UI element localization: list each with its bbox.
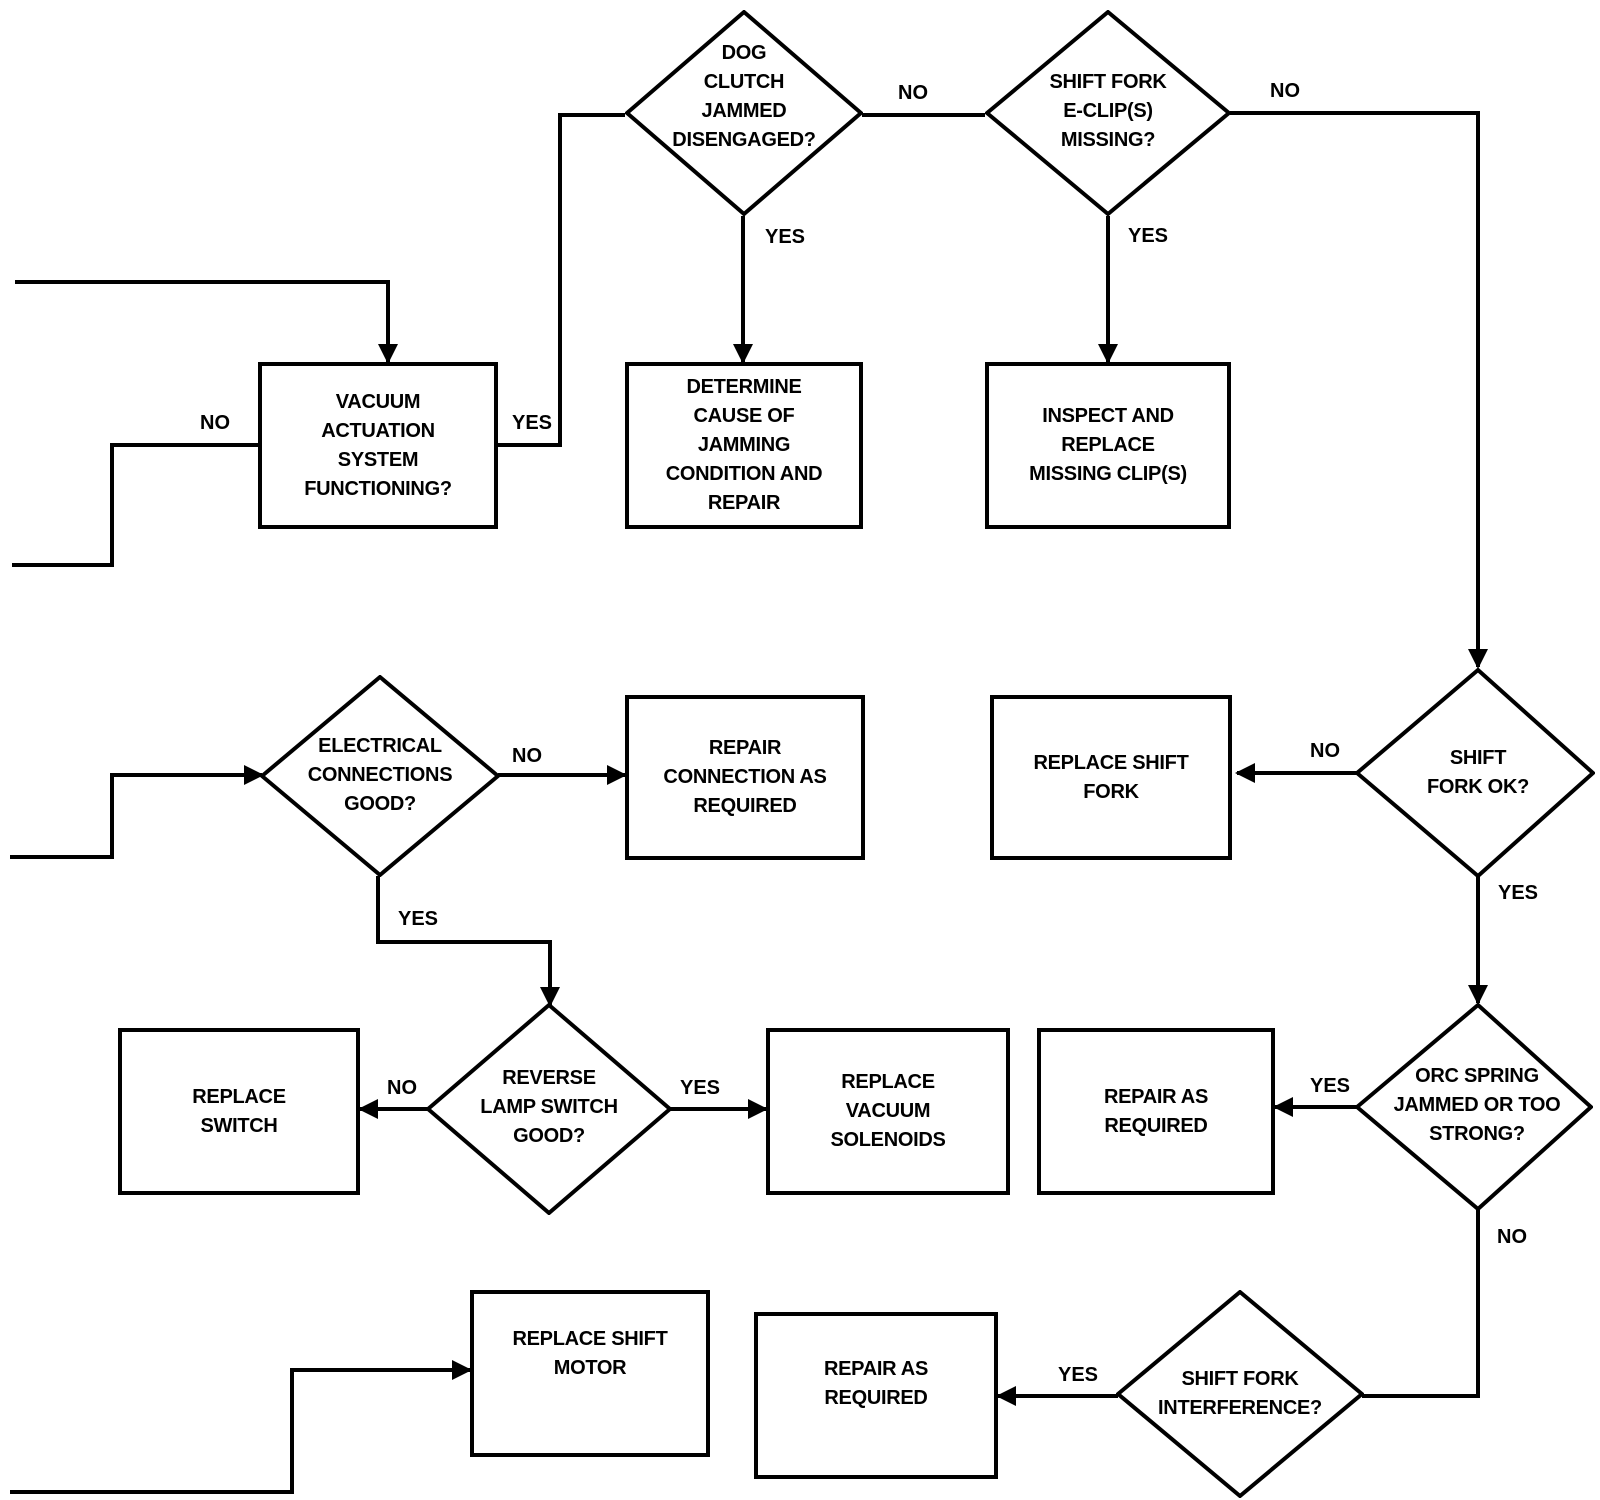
dog-clutch-decision: DOG CLUTCH JAMMED DISENGAGED? — [625, 10, 863, 216]
diamond-shape — [985, 10, 1231, 216]
electrical-no-label: NO — [512, 745, 542, 767]
replace-shift-motor-box: REPLACE SHIFT MOTOR — [470, 1290, 710, 1457]
repair-orc-box: REPAIR AS REQUIRED — [1037, 1028, 1275, 1195]
orc-spring-no-label: NO — [1497, 1226, 1527, 1248]
shift-fork-ok-decision: SHIFT FORK OK? — [1355, 668, 1595, 878]
orc-spring-yes-label: YES — [1310, 1075, 1351, 1097]
diamond-shape — [260, 675, 500, 877]
shift-fork-interference-yes-label: YES — [1058, 1364, 1099, 1386]
diamond-shape — [625, 10, 863, 216]
replace-vacuum-solenoids-text: REPLACE VACUUM SOLENOIDS — [830, 1071, 946, 1151]
diamond-shape — [1116, 1290, 1364, 1498]
repair-interference-box: REPAIR AS REQUIRED — [754, 1312, 998, 1479]
shift-fork-ok-yes-label: YES — [1498, 882, 1539, 904]
vacuum-no-label: NO — [200, 412, 230, 434]
shift-fork-interference-text: SHIFT FORK INTERFERENCE? — [1158, 1368, 1322, 1419]
connector-vacuum-no — [12, 443, 258, 567]
connector-entry-to-electrical — [10, 765, 264, 859]
repair-connection-box: REPAIR CONNECTION AS REQUIRED — [625, 695, 865, 860]
determine-cause-text: DETERMINE CAUSE OF JAMMING CONDITION AND… — [665, 376, 823, 514]
shift-fork-eclip-text: SHIFT FORK E-CLIP(S) MISSING? — [1049, 70, 1167, 151]
reverse-lamp-no-label: NO — [387, 1077, 417, 1099]
shift-fork-ok-text: SHIFT FORK OK? — [1426, 747, 1530, 798]
replace-shift-motor-text: REPLACE SHIFT MOTOR — [512, 1327, 668, 1379]
electrical-text: ELECTRICAL CONNECTIONS GOOD? — [307, 734, 453, 815]
shift-fork-ok-no-label: NO — [1310, 740, 1340, 762]
connector-electrical-yes — [376, 876, 560, 1007]
dog-clutch-no-label: NO — [898, 82, 928, 104]
repair-interference-text: REPAIR AS REQUIRED — [824, 1357, 928, 1409]
connector-eclip-no-to-fork-ok — [1230, 111, 1488, 669]
diamond-shape — [426, 1003, 672, 1215]
dog-clutch-yes-label: YES — [765, 226, 806, 248]
dog-clutch-text: DOG CLUTCH JAMMED DISENGAGED? — [672, 42, 816, 151]
electrical-decision: ELECTRICAL CONNECTIONS GOOD? — [260, 675, 500, 877]
reverse-lamp-yes-label: YES — [680, 1077, 721, 1099]
diamond-shape — [1355, 668, 1595, 878]
orc-spring-text: ORC SPRING JAMMED OR TOO STRONG? — [1393, 1064, 1561, 1145]
diamond-shape — [1355, 1003, 1593, 1211]
repair-connection-text: REPAIR CONNECTION AS REQUIRED — [663, 737, 827, 817]
determine-cause-box: DETERMINE CAUSE OF JAMMING CONDITION AND… — [625, 362, 863, 529]
replace-switch-text: REPLACE SWITCH — [192, 1085, 286, 1137]
reverse-lamp-decision: REVERSE LAMP SWITCH GOOD? — [426, 1003, 672, 1215]
replace-switch-box: REPLACE SWITCH — [118, 1028, 360, 1195]
replace-shift-fork-box: REPLACE SHIFT FORK — [990, 695, 1232, 860]
inspect-replace-clips-box: INSPECT AND REPLACE MISSING CLIP(S) — [985, 362, 1231, 529]
vacuum-actuation-text: VACUUM ACTUATION SYSTEM FUNCTIONING? — [304, 390, 452, 500]
repair-orc-text: REPAIR AS REQUIRED — [1104, 1085, 1208, 1137]
shift-fork-interference-decision: SHIFT FORK INTERFERENCE? — [1116, 1290, 1364, 1498]
replace-shift-fork-text: REPLACE SHIFT FORK — [1033, 751, 1189, 803]
connector-vacuum-yes-to-dog-clutch — [497, 113, 625, 447]
connector-entry-to-vacuum — [15, 280, 398, 364]
orc-spring-decision: ORC SPRING JAMMED OR TOO STRONG? — [1355, 1003, 1593, 1211]
eclip-yes-label: YES — [1128, 225, 1169, 247]
reverse-lamp-text: REVERSE LAMP SWITCH GOOD? — [480, 1066, 618, 1147]
vacuum-actuation-decision-box: VACUUM ACTUATION SYSTEM FUNCTIONING? — [258, 362, 498, 529]
shift-fork-eclip-decision: SHIFT FORK E-CLIP(S) MISSING? — [985, 10, 1231, 216]
connector-orc-no — [1362, 1210, 1480, 1398]
inspect-replace-clips-text: INSPECT AND REPLACE MISSING CLIP(S) — [1029, 405, 1187, 485]
replace-vacuum-solenoids-box: REPLACE VACUUM SOLENOIDS — [766, 1028, 1010, 1195]
vacuum-yes-label: YES — [512, 412, 553, 434]
eclip-no-label: NO — [1270, 80, 1300, 102]
connector-entry-to-motor — [10, 1360, 472, 1494]
electrical-yes-label: YES — [398, 908, 439, 930]
